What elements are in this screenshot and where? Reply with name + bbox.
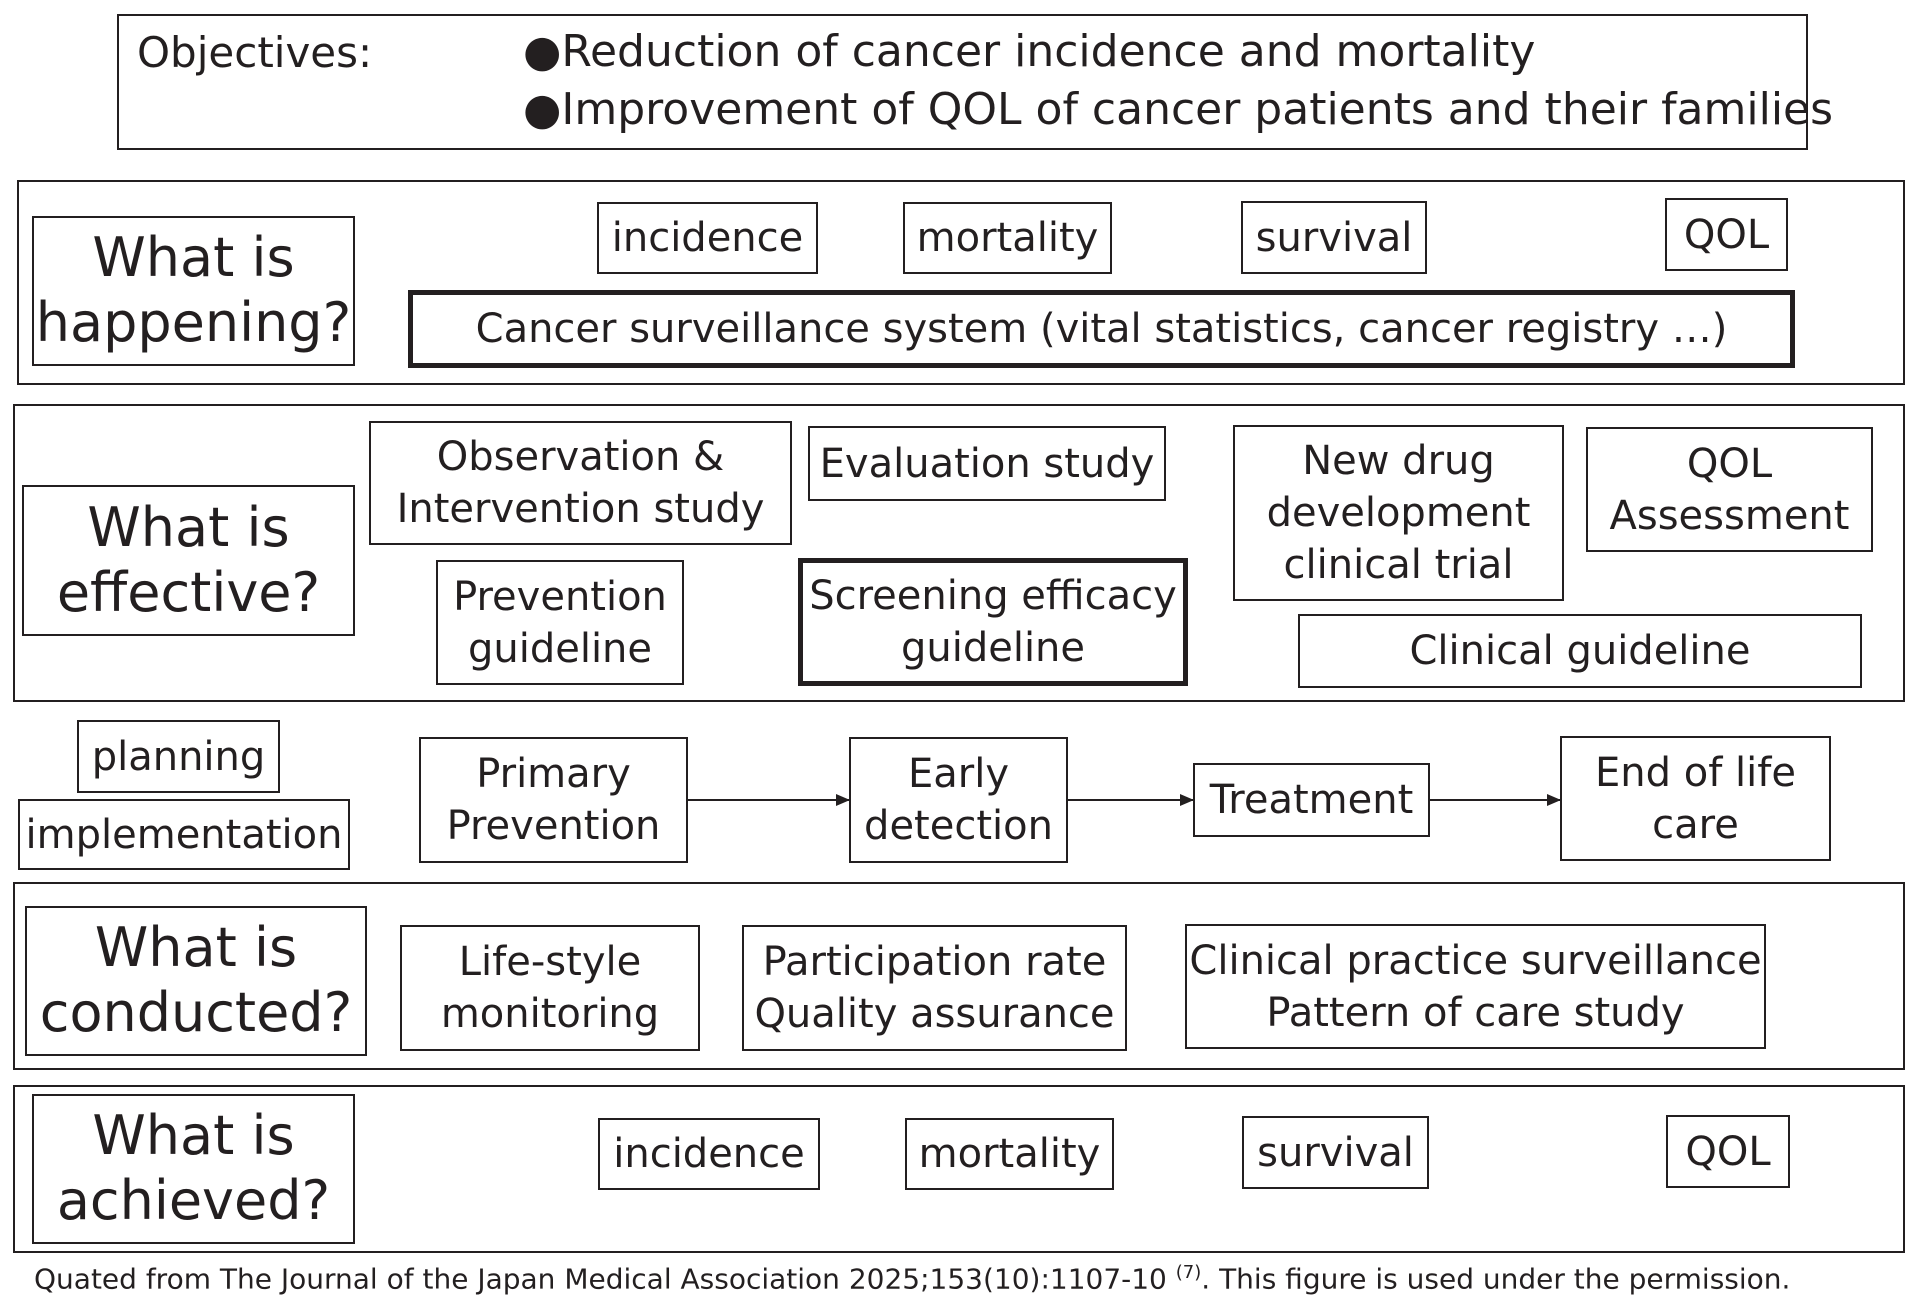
step-early-detection: Early detection: [849, 737, 1068, 863]
box-line: New drug: [1302, 438, 1495, 484]
indicator-qol: QOL: [1665, 198, 1788, 271]
box-line: Early: [907, 751, 1009, 797]
conducted-section: [13, 882, 1905, 1070]
question-line: achieved?: [56, 1169, 331, 1232]
implementation-label: implementation: [18, 799, 350, 870]
indicator-incidence: incidence: [597, 202, 818, 274]
cancer-surveillance-system: Cancer surveillance system (vital statis…: [408, 290, 1795, 368]
question-line: What is: [92, 1104, 295, 1168]
question-line: effective?: [56, 560, 321, 624]
box-line: Intervention study: [396, 486, 765, 532]
box-line: monitoring: [440, 991, 660, 1037]
box-line: clinical trial: [1283, 542, 1514, 588]
question-line: What is: [92, 226, 295, 290]
indicator-mortality: mortality: [905, 1118, 1114, 1190]
question-line: What is: [94, 916, 298, 980]
indicator-survival: survival: [1241, 201, 1427, 274]
objectives-box: Objectives: ●Reduction of cancer inciden…: [117, 14, 1833, 150]
achieved-section: [13, 1085, 1905, 1253]
box-line: QOL: [1686, 440, 1773, 487]
question-line: conducted?: [39, 981, 353, 1044]
planning-label: planning: [77, 720, 280, 793]
box-line: care: [1652, 801, 1739, 848]
box-line: Prevention: [446, 803, 661, 849]
box-line: Primary: [476, 751, 631, 797]
indicator-survival: survival: [1242, 1116, 1429, 1189]
indicator-qol: QOL: [1666, 1115, 1790, 1188]
box-line: Participation rate: [762, 939, 1107, 985]
box-line: guideline: [467, 625, 653, 672]
clinical-guideline: Clinical guideline: [1298, 614, 1862, 688]
observation-intervention-study: Observation & Intervention study: [369, 421, 792, 545]
step-end-of-life-care: End of life care: [1560, 736, 1831, 861]
box-line: Assessment: [1609, 492, 1850, 539]
box-line: detection: [864, 803, 1053, 849]
figure-caption: Quated from The Journal of the Japan Med…: [34, 1262, 1790, 1295]
evaluation-study: Evaluation study: [808, 426, 1166, 501]
question-line: happening?: [35, 291, 352, 354]
prevention-guideline: Prevention guideline: [436, 560, 684, 685]
objectives-label: Objectives:: [137, 28, 373, 77]
question-line: What is: [87, 495, 290, 559]
box-line: Clinical practice surveillance: [1189, 937, 1762, 984]
lifestyle-monitoring: Life-style monitoring: [400, 925, 700, 1051]
effective-section: [13, 404, 1905, 702]
caption-text: Quated from The Journal of the Japan Med…: [34, 1262, 1176, 1295]
new-drug-development-clinical-trial: New drug development clinical trial: [1233, 425, 1564, 601]
indicator-mortality: mortality: [903, 202, 1112, 274]
caption-reference: (7): [1175, 1262, 1202, 1283]
happening-section: [17, 180, 1905, 385]
screening-efficacy-guideline: Screening efficacy guideline: [798, 558, 1188, 686]
box-line: Observation &: [436, 434, 725, 480]
box-line: Pattern of care study: [1266, 989, 1685, 1036]
indicator-incidence: incidence: [598, 1118, 820, 1190]
box-line: Screening efficacy: [809, 573, 1177, 619]
caption-tail: . This figure is used under the permissi…: [1201, 1262, 1791, 1295]
step-treatment: Treatment: [1193, 763, 1430, 837]
objective-item: ●Reduction of cancer incidence and morta…: [523, 26, 1536, 77]
box-line: End of life: [1595, 749, 1796, 796]
box-line: development: [1266, 490, 1531, 536]
box-line: guideline: [900, 625, 1086, 671]
qol-assessment: QOL Assessment: [1586, 427, 1873, 552]
box-line: Quality assurance: [754, 991, 1115, 1037]
box-line: Prevention: [453, 573, 667, 620]
objective-item: ●Improvement of QOL of cancer patients a…: [523, 84, 1834, 135]
box-line: Life-style: [458, 939, 642, 985]
